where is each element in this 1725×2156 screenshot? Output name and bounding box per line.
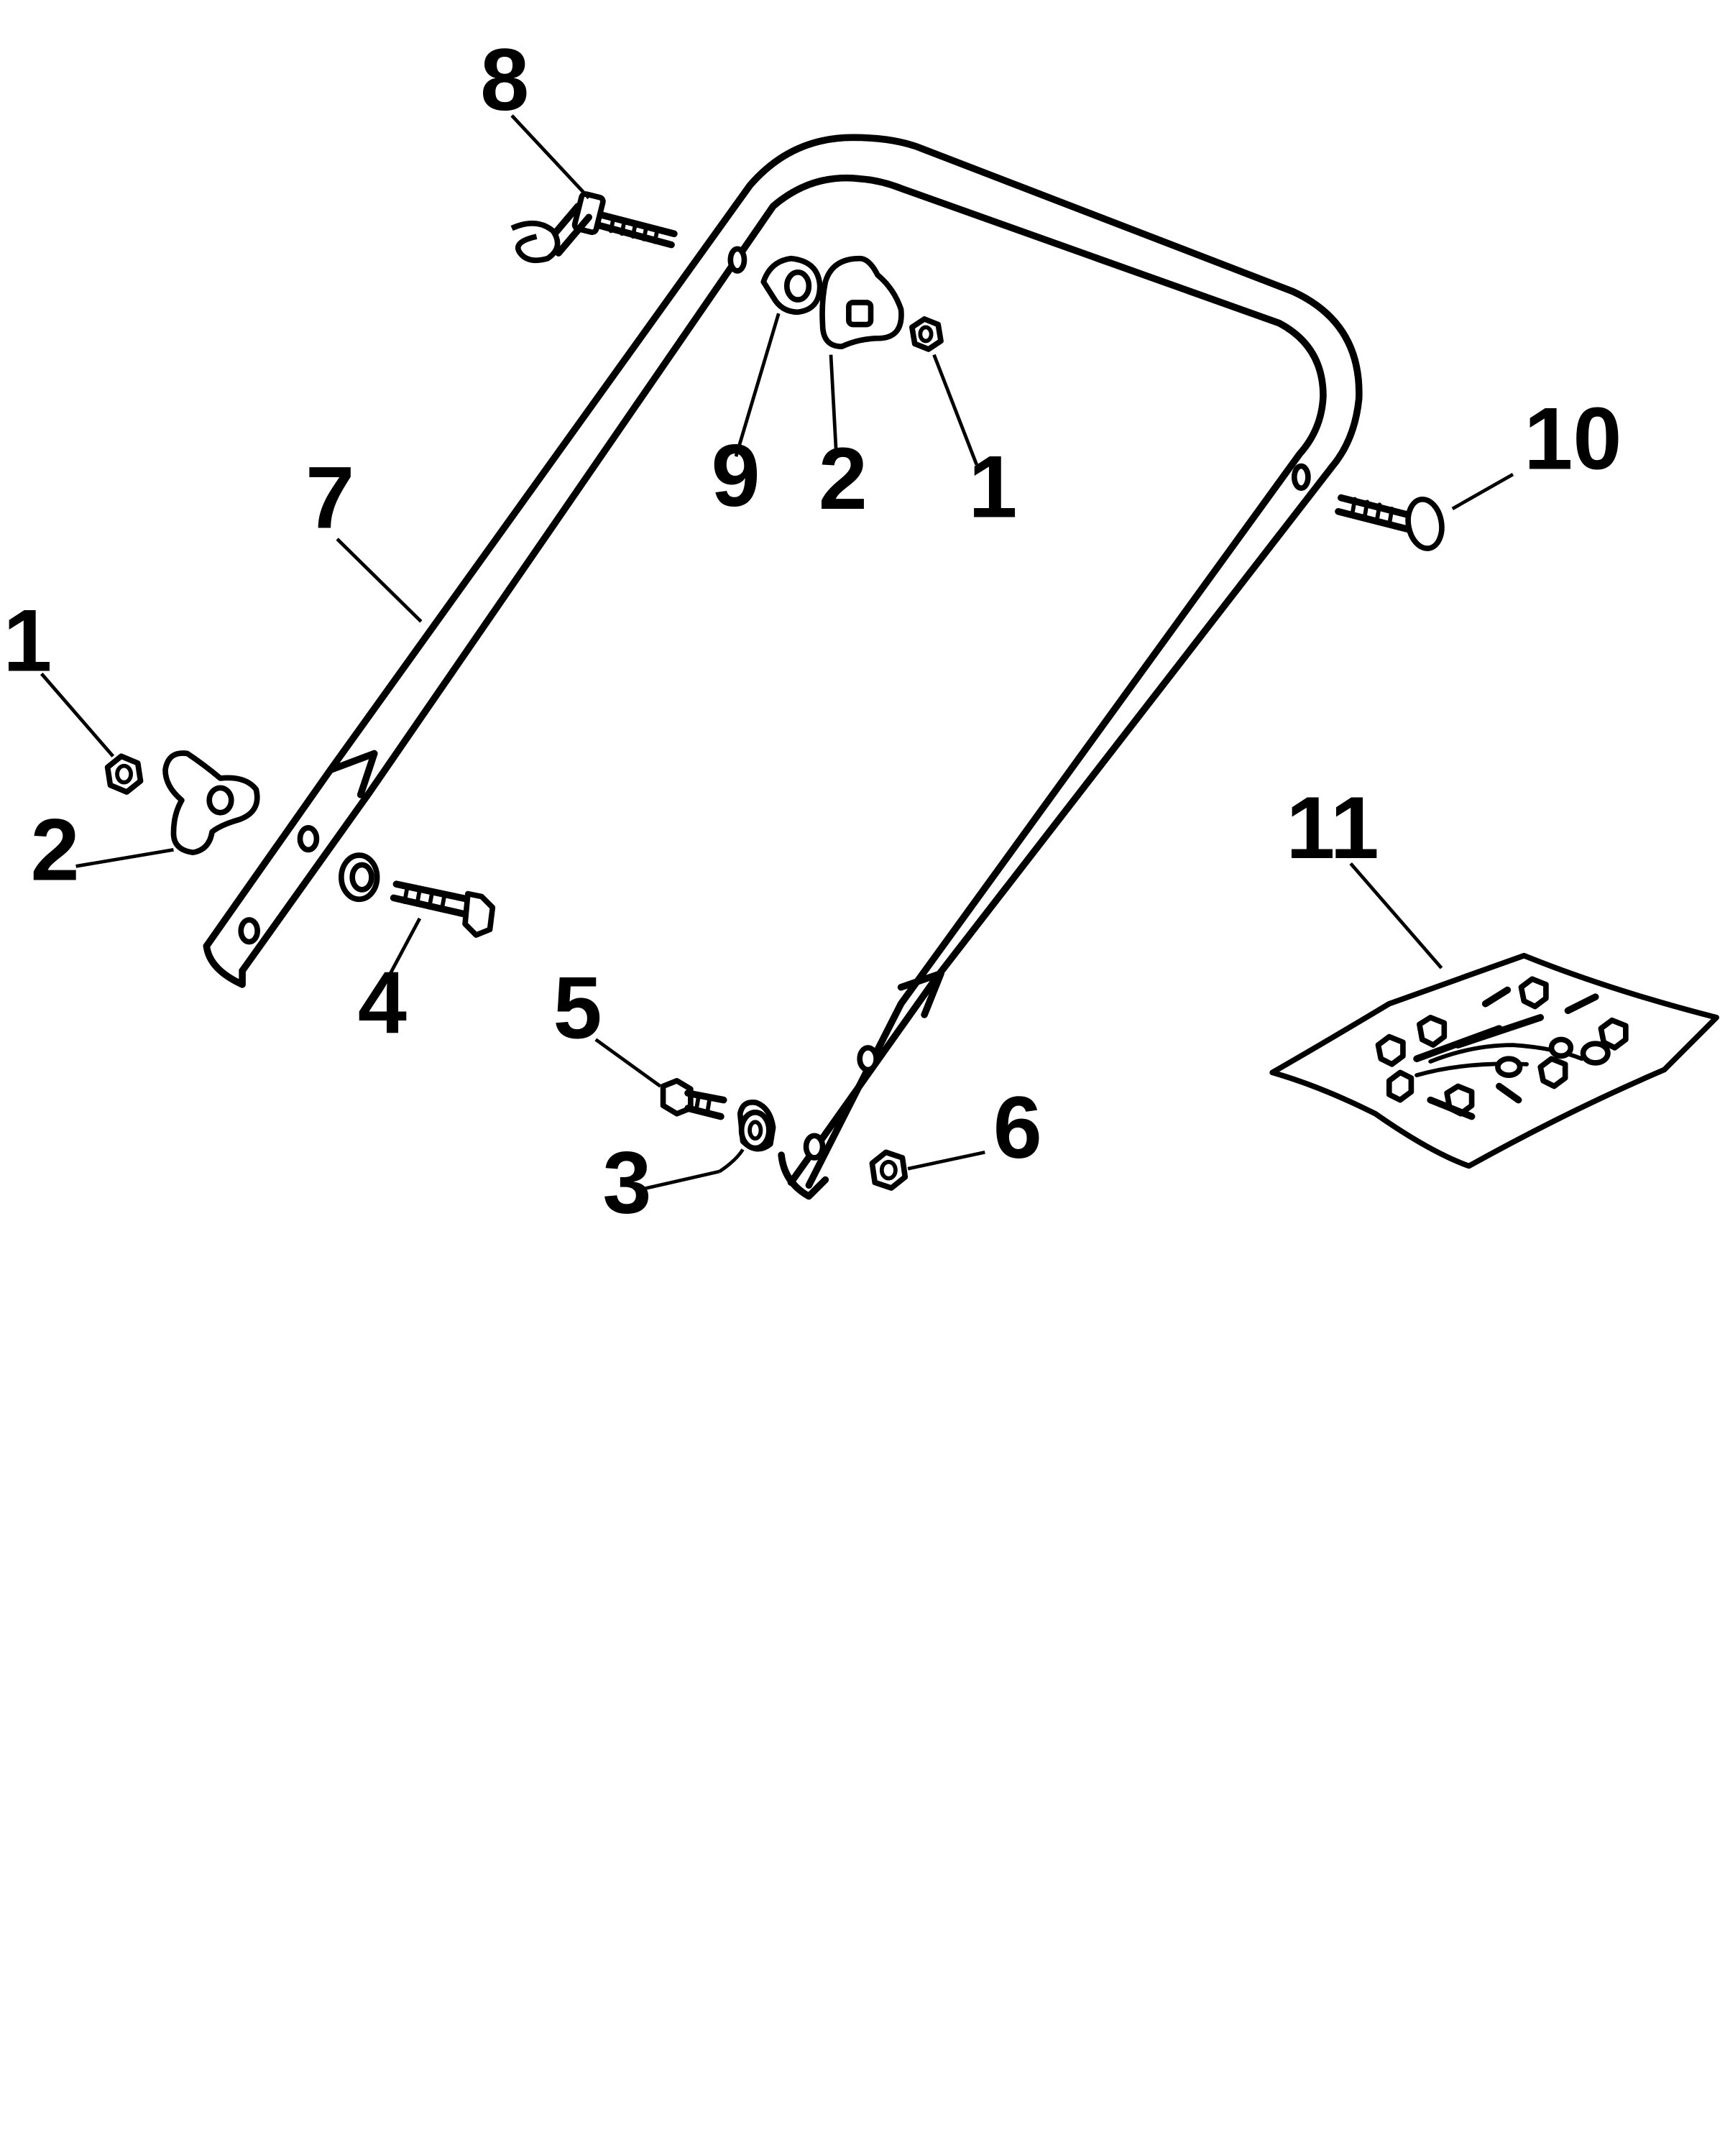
callout-2-top: 2	[819, 429, 868, 528]
wing-knob-top-part	[819, 255, 904, 349]
handle-bar-part	[203, 134, 1363, 1200]
carriage-bolt-part	[1335, 494, 1445, 551]
hex-bolt-small-part	[660, 1078, 727, 1120]
nut-left-part	[104, 753, 144, 795]
callout-11: 11	[1286, 778, 1379, 877]
cable-guide-screw-part	[510, 191, 678, 264]
callout-4: 4	[358, 953, 407, 1051]
callout-5: 5	[553, 959, 602, 1057]
callout-10: 10	[1524, 389, 1622, 487]
callout-8: 8	[480, 30, 529, 129]
callout-1-left: 1	[3, 591, 52, 690]
nut-bottom-part	[869, 1149, 908, 1191]
cable-clip-part	[760, 255, 823, 315]
hex-bolt-washer-part	[339, 852, 496, 938]
bag-contents	[1375, 976, 1629, 1120]
callout-1-top: 1	[968, 437, 1017, 535]
wing-knob-left-part	[162, 750, 260, 856]
spacer-bushing-part	[737, 1100, 776, 1152]
callout-2-left: 2	[30, 800, 79, 898]
hardware-bag-part	[1269, 952, 1719, 1169]
callout-6: 6	[993, 1078, 1042, 1176]
nut-top-part	[909, 316, 944, 352]
leader-lines	[40, 114, 1514, 1192]
callout-7: 7	[305, 448, 354, 547]
callout-labels: 8 9 2 1 10 7 1 2 4 5 3 6 11	[3, 30, 1622, 1231]
callout-9: 9	[712, 426, 760, 525]
callout-3: 3	[602, 1133, 651, 1231]
